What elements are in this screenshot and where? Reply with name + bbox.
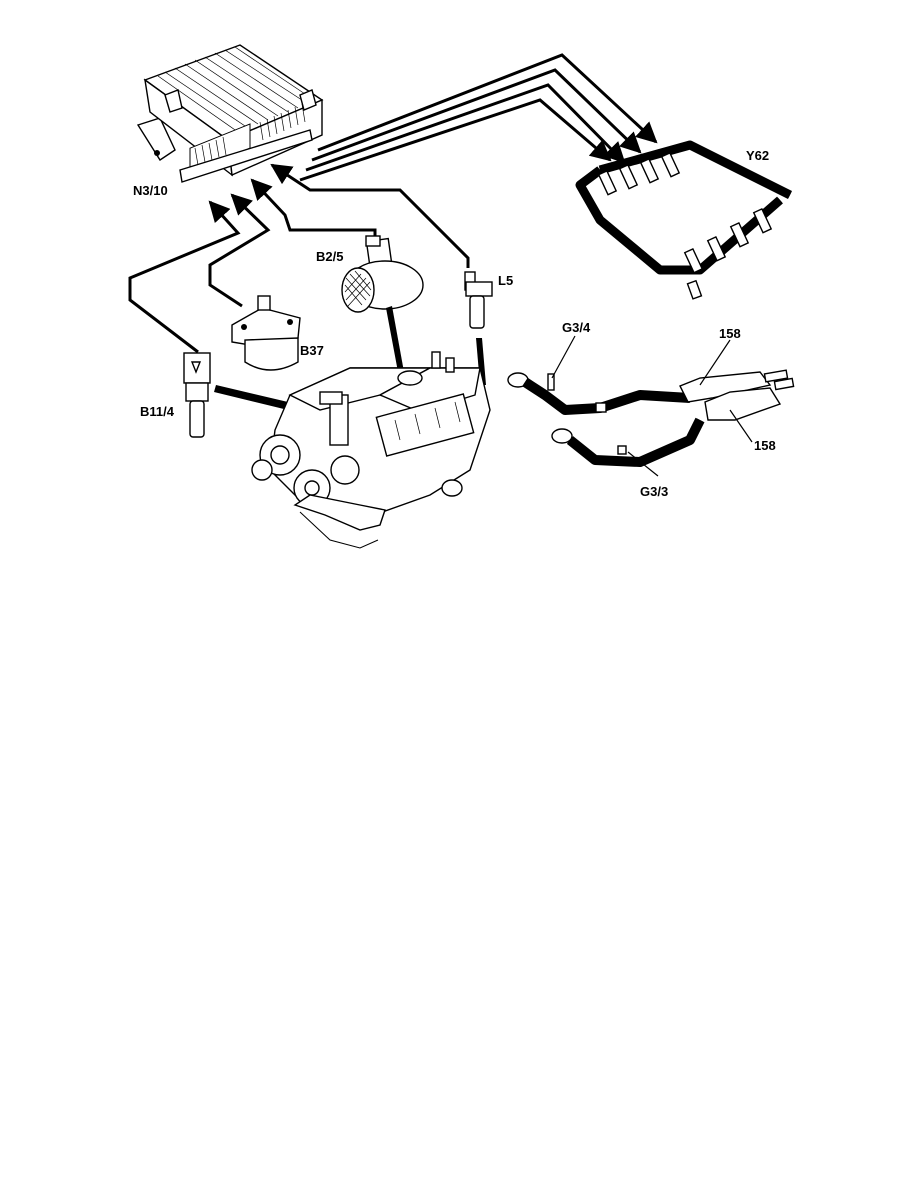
signal-lines: [128, 163, 470, 354]
engine-block: [251, 351, 491, 549]
cat-lower-label: 158: [754, 438, 776, 453]
exhaust-system: [507, 369, 795, 467]
coolant-sensor: [183, 352, 211, 438]
injector-rail: [575, 140, 793, 300]
coolant-sensor-label: B11/4: [140, 404, 175, 419]
injectors: [597, 151, 773, 300]
pointer-wedges: [214, 306, 486, 410]
maf-label: B2/5: [316, 249, 343, 264]
o2-sensor-left-label: G3/3: [640, 484, 668, 499]
output-lines: [299, 53, 658, 182]
pressure-sensor: [231, 295, 301, 371]
exhaust-leader-lines: [551, 335, 753, 477]
maf-sensor: [341, 235, 424, 313]
crank-sensor: [464, 271, 493, 329]
ecu-module: [136, 44, 324, 183]
o2-sensor-right-label: G3/4: [562, 320, 591, 335]
injectors-label: Y62: [746, 148, 769, 163]
pressure-sensor-label: B37: [300, 343, 324, 358]
ecu-label: N3/10: [133, 183, 168, 198]
crank-sensor-label: L5: [498, 273, 513, 288]
cat-upper-label: 158: [719, 326, 741, 341]
catalytic-converter-lower: [704, 377, 795, 421]
catalytic-converter-upper: [679, 369, 789, 403]
